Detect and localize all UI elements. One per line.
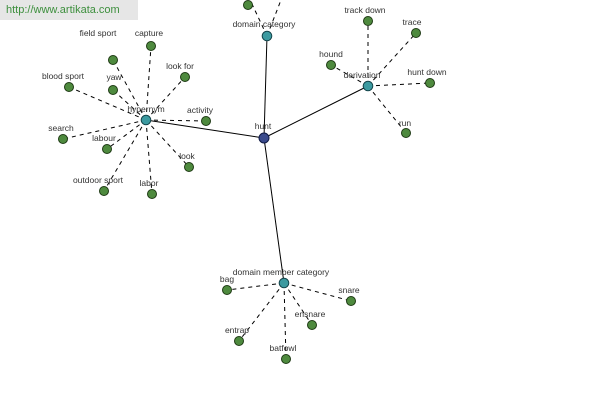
label-hunt-down: hunt down bbox=[407, 67, 446, 77]
node-trace[interactable] bbox=[411, 28, 421, 38]
edge-hunt-domain-category bbox=[263, 35, 268, 139]
label-run: run bbox=[399, 118, 412, 128]
label-track-down: track down bbox=[344, 5, 385, 15]
node-batfowl[interactable] bbox=[281, 354, 291, 364]
node-look[interactable] bbox=[184, 162, 194, 172]
label-ensnare: ensnare bbox=[295, 309, 326, 319]
label-root-hunt: hunt bbox=[255, 121, 272, 131]
label-blood-sport: blood sport bbox=[42, 71, 85, 81]
label-search: search bbox=[48, 123, 74, 133]
label-entrap: entrap bbox=[225, 325, 249, 335]
edge-labour bbox=[106, 119, 147, 150]
label-look-for: look for bbox=[166, 61, 194, 71]
node-snare[interactable] bbox=[346, 296, 356, 306]
node-yaw[interactable] bbox=[108, 85, 118, 95]
label-capture: capture bbox=[135, 28, 164, 38]
node-relation-derivation[interactable] bbox=[362, 80, 374, 92]
label-look: look bbox=[179, 151, 195, 161]
label-labor: labor bbox=[140, 178, 159, 188]
node-search[interactable] bbox=[58, 134, 68, 144]
edge-domain-category-offscreen-1 bbox=[251, 3, 268, 37]
edge-hunt-domain-member-category bbox=[263, 137, 285, 284]
node-blood-sport[interactable] bbox=[64, 82, 74, 92]
label-relation-derivation: derivation bbox=[344, 70, 381, 80]
node-hound[interactable] bbox=[326, 60, 336, 70]
graph-nodes bbox=[58, 0, 435, 364]
graph-labels: field sport capture blood sport yaw look for… bbox=[42, 5, 447, 353]
edge-hunt-hypernym bbox=[145, 119, 265, 139]
url-banner[interactable]: http://www.artikata.com bbox=[0, 0, 138, 20]
edge-snare bbox=[283, 282, 352, 302]
label-field-sport: field sport bbox=[80, 28, 117, 38]
label-batfowl: batfowl bbox=[270, 343, 297, 353]
node-ensnare[interactable] bbox=[307, 320, 317, 330]
edge-hunt-down bbox=[367, 82, 431, 87]
node-activity[interactable] bbox=[201, 116, 211, 126]
edge-look-for bbox=[145, 76, 186, 121]
edge-activity bbox=[145, 119, 207, 122]
node-offscreen-leaf[interactable] bbox=[243, 0, 253, 10]
node-track-down[interactable] bbox=[363, 16, 373, 26]
label-yaw: yaw bbox=[106, 72, 122, 82]
edge-trace bbox=[367, 32, 417, 87]
node-root-hunt[interactable] bbox=[258, 132, 270, 144]
edge-blood-sport bbox=[68, 86, 147, 121]
label-activity: activity bbox=[187, 105, 214, 115]
label-relation-domain-category: domain category bbox=[233, 19, 297, 29]
label-snare: snare bbox=[338, 285, 360, 295]
label-bag: bag bbox=[220, 274, 234, 284]
label-hound: hound bbox=[319, 49, 343, 59]
node-field-sport[interactable] bbox=[108, 55, 118, 65]
node-relation-hypernym[interactable] bbox=[140, 114, 152, 126]
edge-look bbox=[145, 119, 190, 168]
label-outdoor-sport: outdoor sport bbox=[73, 175, 124, 185]
edge-domain-category-offscreen-2 bbox=[266, 0, 282, 37]
edge-outdoor-sport bbox=[103, 119, 147, 192]
node-labor[interactable] bbox=[147, 189, 157, 199]
node-relation-domain-category[interactable] bbox=[261, 30, 273, 42]
edge-field-sport bbox=[112, 59, 147, 121]
node-capture[interactable] bbox=[146, 41, 156, 51]
edge-ensnare bbox=[283, 282, 313, 326]
edge-hound bbox=[330, 64, 369, 87]
node-labour[interactable] bbox=[102, 144, 112, 154]
node-bag[interactable] bbox=[222, 285, 232, 295]
node-look-for[interactable] bbox=[180, 72, 190, 82]
edge-bag bbox=[226, 282, 285, 291]
node-entrap[interactable] bbox=[234, 336, 244, 346]
node-hunt-down[interactable] bbox=[425, 78, 435, 88]
node-run[interactable] bbox=[401, 128, 411, 138]
edge-run bbox=[367, 85, 407, 134]
label-relation-hypernym: hypernym bbox=[127, 104, 164, 114]
node-outdoor-sport[interactable] bbox=[99, 186, 109, 196]
graph-edges bbox=[62, 0, 431, 360]
node-relation-domain-member-category[interactable] bbox=[278, 277, 290, 289]
label-relation-domain-member-category: domain member category bbox=[233, 267, 330, 277]
label-labour: labour bbox=[92, 133, 116, 143]
edge-hunt-derivation bbox=[263, 85, 369, 139]
edge-search bbox=[62, 119, 147, 140]
label-trace: trace bbox=[403, 17, 422, 27]
